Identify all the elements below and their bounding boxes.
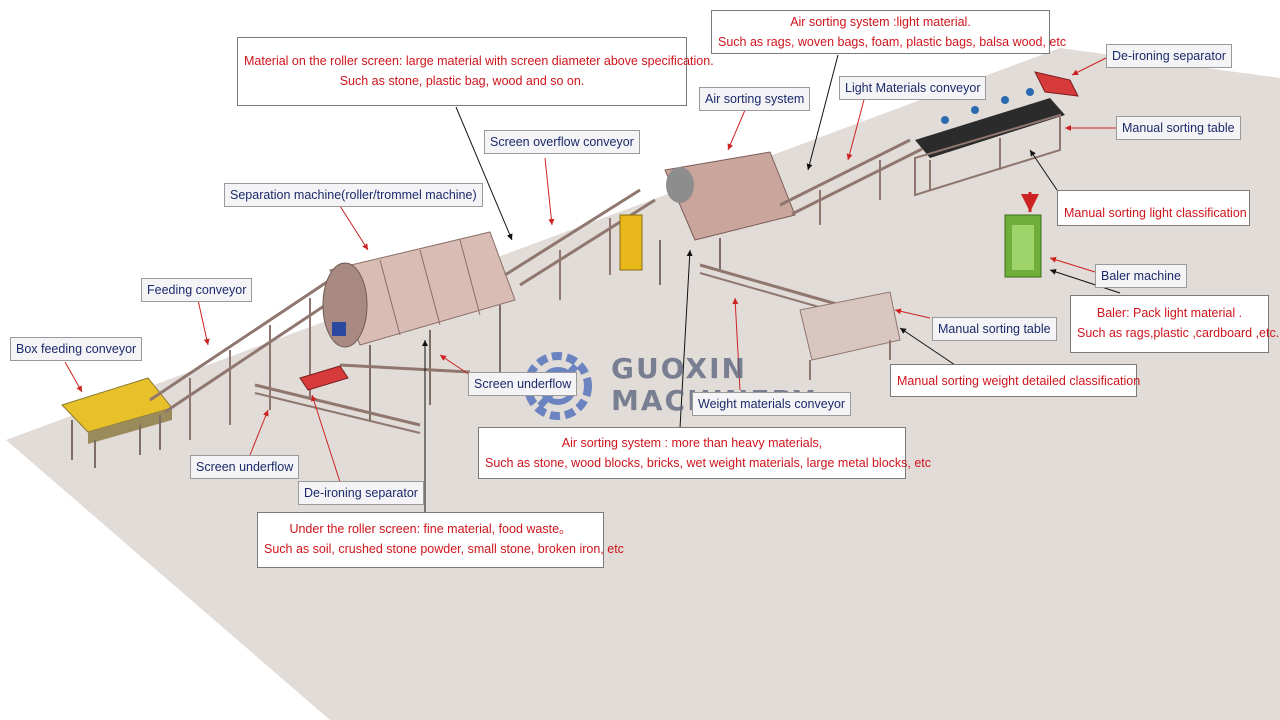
air-sorting-drawing [619, 151, 796, 285]
note-manual-light-line1: Manual sorting light classification [1064, 206, 1247, 220]
note-baler-line1: Baler: Pack light material . [1096, 306, 1243, 320]
note-roller-screen-top: Material on the roller screen: large mat… [237, 37, 714, 106]
note-manual-weight: Manual sorting weight detailed classific… [890, 364, 1141, 397]
label-screen-underflow-mid: Screen underflow [468, 372, 578, 396]
trommel-drawing [322, 231, 516, 420]
note-under-roller-line2: Such as soil, crushed stone powder, smal… [264, 542, 624, 556]
light-conveyor-drawing [779, 138, 923, 225]
note-baler-line2: Such as rags,plastic ,cardboard ,etc. [1077, 326, 1280, 340]
feeding-conveyor-drawing [149, 278, 346, 440]
manual-table-top-drawing [914, 71, 1079, 197]
logo-line-1: GUOXIN [611, 352, 747, 385]
label-weight-materials-conveyor: Weight materials conveyor [692, 392, 852, 416]
note-roller-screen-top-line1: Material on the roller screen: large mat… [244, 54, 714, 68]
note-air-sorting-heavy-line2: Such as stone, wood blocks, bricks, wet … [485, 456, 932, 470]
label-manual-sorting-table-mid: Manual sorting table [932, 317, 1057, 341]
label-de-ironing-separator-bottom: De-ironing separator [298, 481, 424, 505]
note-under-roller-line1: Under the roller screen: fine material, … [289, 522, 572, 536]
label-air-sorting-system: Air sorting system [699, 87, 811, 111]
note-air-sorting-light: Air sorting system :light material. Such… [711, 10, 1067, 54]
underflow-conveyors-drawing [254, 363, 471, 434]
box-feeding-conveyor-drawing [61, 377, 173, 468]
label-separation-machine: Separation machine(roller/trommel machin… [224, 183, 483, 207]
weight-conveyor-drawing [699, 263, 901, 380]
label-box-feeding-conveyor: Box feeding conveyor [10, 337, 143, 361]
note-baler: Baler: Pack light material . Such as rag… [1070, 295, 1280, 353]
label-screen-overflow-conveyor: Screen overflow conveyor [484, 130, 640, 154]
label-manual-sorting-table-top: Manual sorting table [1116, 116, 1241, 140]
label-de-ironing-separator-top: De-ironing separator [1106, 44, 1232, 68]
label-screen-underflow-left: Screen underflow [190, 455, 300, 479]
leader-lines [64, 54, 1121, 512]
note-manual-weight-line1: Manual sorting weight detailed classific… [897, 374, 1141, 388]
label-feeding-conveyor: Feeding conveyor [141, 278, 253, 302]
note-air-sorting-light-line2: Such as rags, woven bags, foam, plastic … [718, 35, 1067, 49]
note-under-roller: Under the roller screen: fine material, … [257, 512, 624, 568]
note-air-sorting-light-line1: Air sorting system :light material. [790, 15, 971, 29]
overflow-conveyor-drawing [504, 188, 656, 300]
baler-drawing [1004, 192, 1042, 278]
note-roller-screen-top-line2: Such as stone, plastic bag, wood and so … [339, 74, 585, 88]
note-air-sorting-heavy: Air sorting system : more than heavy mat… [478, 427, 932, 479]
note-manual-light: Manual sorting light classification [1057, 190, 1250, 226]
note-air-sorting-heavy-line1: Air sorting system : more than heavy mat… [561, 436, 823, 450]
de-ironing-bottom-drawing [299, 365, 349, 391]
label-baler-machine: Baler machine [1095, 264, 1187, 288]
label-light-materials-conveyor: Light Materials conveyor [839, 76, 987, 100]
